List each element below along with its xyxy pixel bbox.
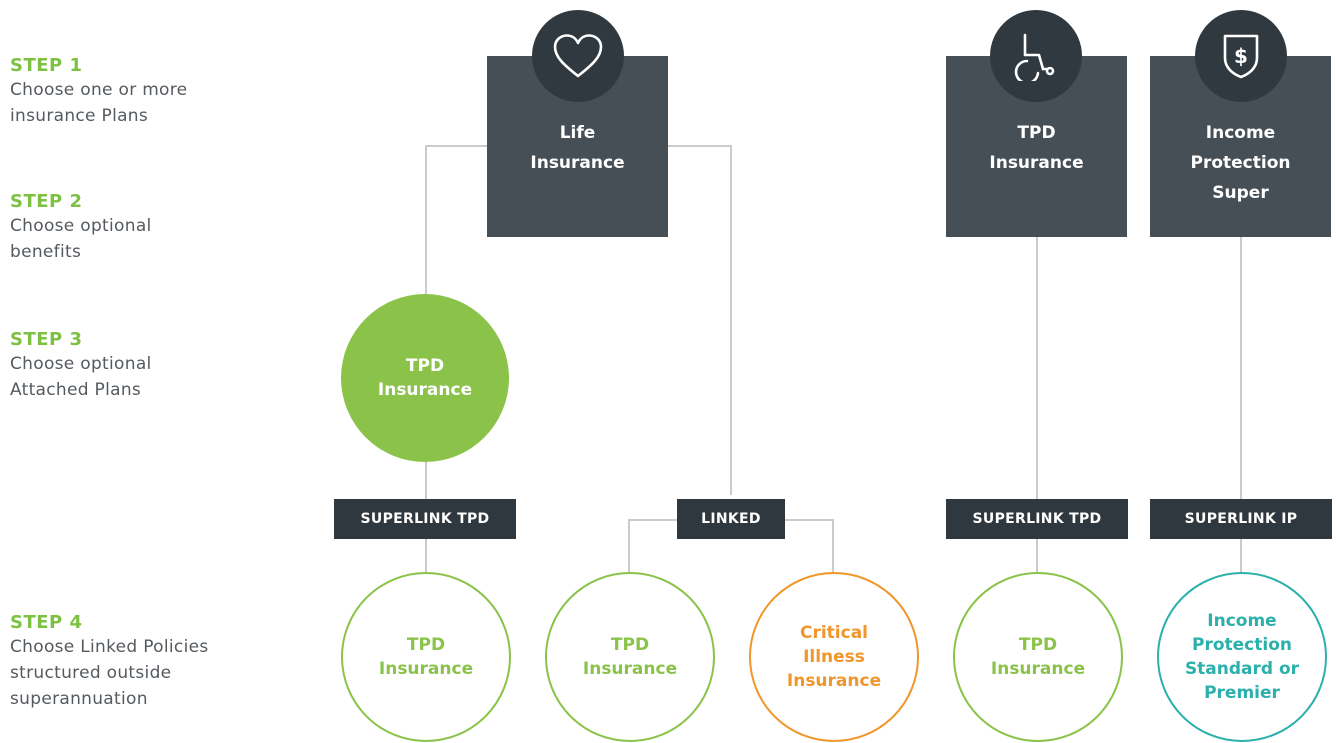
policy-label: TPD	[1018, 635, 1058, 655]
step-2-desc-line: Choose optional	[10, 216, 152, 236]
policy-label: Insurance	[786, 671, 882, 691]
heart-icon	[532, 10, 624, 102]
policy-label: Standard or	[1184, 659, 1300, 679]
plan-label: Insurance	[530, 153, 625, 173]
step-4: STEP 4 Choose Linked Policies structured…	[10, 612, 209, 712]
plan-label: Life	[559, 123, 596, 143]
step-3-description: Choose optional Attached Plans	[10, 351, 152, 403]
policy-label: Income	[1207, 611, 1277, 631]
step-2-description: Choose optional benefits	[10, 213, 152, 265]
plan-label: TPD	[1017, 123, 1056, 143]
attached-label: Insurance	[377, 380, 473, 400]
step-2-desc-line: benefits	[10, 242, 82, 262]
dollar-shield-icon: $	[1195, 10, 1287, 102]
policy-label: Premier	[1204, 683, 1280, 703]
step-4-title: STEP 4	[10, 612, 83, 633]
step-1-desc-line: Choose one or more	[10, 80, 188, 100]
policy-label: Protection	[1192, 635, 1292, 655]
policy-label: Insurance	[378, 659, 474, 679]
step-3-desc-line: Choose optional	[10, 354, 152, 374]
step-2: STEP 2 Choose optional benefits	[10, 191, 152, 265]
wheelchair-icon	[990, 10, 1082, 102]
linked-policy-critical-illness-insurance[interactable]: Critical Illness Insurance	[749, 572, 919, 742]
step-3: STEP 3 Choose optional Attached Plans	[10, 329, 152, 403]
policy-label: Insurance	[582, 659, 678, 679]
plan-label: Insurance	[989, 153, 1084, 173]
step-4-desc-line: superannuation	[10, 689, 148, 709]
step-1-title: STEP 1	[10, 55, 83, 76]
plan-label: Income	[1205, 123, 1276, 143]
plan-income-protection-super[interactable]: Income Protection Super	[1150, 56, 1331, 237]
step-1: STEP 1 Choose one or more insurance Plan…	[10, 55, 187, 129]
attached-label: TPD	[405, 356, 445, 376]
step-1-description: Choose one or more insurance Plans	[10, 77, 187, 129]
connector-line	[832, 519, 834, 575]
linked-policy-tpd-insurance[interactable]: TPD Insurance	[545, 572, 715, 742]
svg-text:$: $	[1234, 44, 1248, 68]
attached-tpd-insurance[interactable]: TPD Insurance	[341, 294, 509, 462]
policy-label: TPD	[406, 635, 446, 655]
step-4-desc-line: structured outside	[10, 663, 172, 683]
linked-badge: LINKED	[677, 499, 785, 539]
step-2-title: STEP 2	[10, 191, 83, 212]
linked-policy-tpd-insurance[interactable]: TPD Insurance	[953, 572, 1123, 742]
policy-label: Critical	[799, 623, 869, 643]
step-3-desc-line: Attached Plans	[10, 380, 142, 400]
policy-label: Illness	[803, 647, 865, 667]
step-4-description: Choose Linked Policies structured outsid…	[10, 634, 209, 712]
superlink-tpd-badge: SUPERLINK TPD	[946, 499, 1128, 539]
step-1-desc-line: insurance Plans	[10, 106, 149, 126]
connector-line	[730, 145, 732, 495]
connector-line	[1036, 236, 1038, 576]
superlink-tpd-badge: SUPERLINK TPD	[334, 499, 516, 539]
connector-line	[628, 519, 630, 575]
policy-label: Insurance	[990, 659, 1086, 679]
connector-line	[667, 145, 732, 147]
linked-policy-tpd-insurance[interactable]: TPD Insurance	[341, 572, 511, 742]
step-4-desc-line: Choose Linked Policies	[10, 637, 209, 657]
policy-label: TPD	[610, 635, 650, 655]
connector-line	[1240, 236, 1242, 576]
connector-line	[425, 145, 487, 147]
plan-label: Super	[1212, 183, 1269, 203]
step-3-title: STEP 3	[10, 329, 83, 350]
superlink-ip-badge: SUPERLINK IP	[1150, 499, 1332, 539]
plan-label: Protection	[1190, 153, 1291, 173]
linked-policy-income-protection[interactable]: Income Protection Standard or Premier	[1157, 572, 1327, 742]
